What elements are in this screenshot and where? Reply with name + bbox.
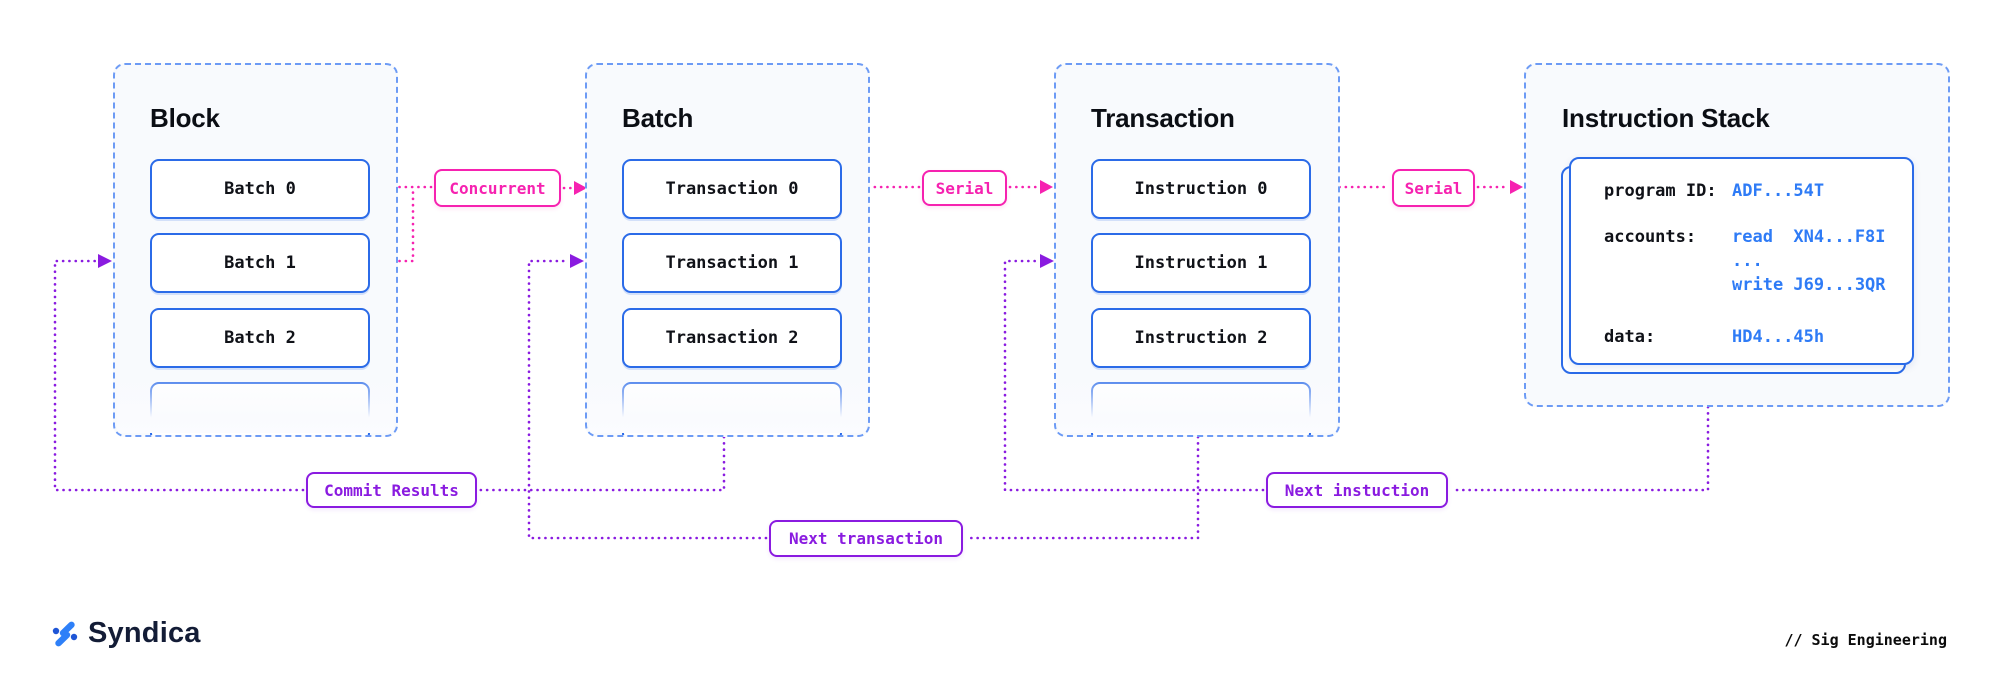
instruction-card: program ID: ADF...54T accounts: read XN4… (1569, 157, 1914, 365)
batch-3-box-partial (150, 382, 370, 435)
credit-text: // Sig Engineering (1784, 631, 1947, 649)
transaction-1-box: Transaction 1 (622, 233, 842, 293)
panel-instruction-stack: Instruction Stack program ID: ADF...54T … (1524, 63, 1950, 407)
brand-name: Syndica (88, 617, 201, 649)
data-value: HD4...45h (1732, 327, 1825, 347)
batch-1-box: Batch 1 (150, 233, 370, 293)
panel-block-title: Block (150, 103, 220, 133)
program-id-label: program ID: (1604, 181, 1717, 201)
accounts-value-read: read XN4...F8I (1732, 227, 1886, 247)
panel-transaction: Transaction Instruction 0 Instruction 1 … (1054, 63, 1340, 437)
transaction-3-box-partial (622, 382, 842, 435)
transaction-2-box: Transaction 2 (622, 308, 842, 368)
program-id-row: program ID: ADF...54T (1604, 179, 1900, 203)
panel-batch: Batch Transaction 0 Transaction 1 Transa… (585, 63, 870, 437)
instruction-1-box: Instruction 1 (1091, 233, 1311, 293)
syndica-logo-icon (52, 621, 78, 646)
serial-label-batch: Serial (922, 170, 1007, 206)
panel-instruction-stack-title: Instruction Stack (1562, 103, 1770, 133)
instruction-0-box: Instruction 0 (1091, 159, 1311, 219)
arrow-icon (1040, 180, 1053, 194)
line-transaction-bottom-to-nexttx (964, 435, 1200, 540)
accounts-row: accounts: read XN4...F8I ... write J69..… (1604, 225, 1900, 297)
line-batch-bottom-to-commit (478, 435, 726, 492)
batch-0-box: Batch 0 (150, 159, 370, 219)
instruction-2-box: Instruction 2 (1091, 308, 1311, 368)
accounts-value-ellipsis: ... (1732, 251, 1763, 271)
serial-label-instruction: Serial (1392, 169, 1475, 207)
program-id-value: ADF...54T (1732, 181, 1825, 201)
data-row: data: HD4...45h (1604, 325, 1900, 349)
concurrent-label: Concurrent (434, 169, 561, 207)
arrow-icon (98, 254, 112, 268)
batch-2-box: Batch 2 (150, 308, 370, 368)
data-label: data: (1604, 327, 1656, 347)
accounts-label: accounts: (1604, 227, 1697, 247)
transaction-0-box: Transaction 0 (622, 159, 842, 219)
panel-batch-title: Batch (622, 103, 694, 133)
arrow-icon (570, 254, 584, 268)
panel-transaction-title: Transaction (1091, 103, 1235, 133)
syndica-logo: Syndica (50, 617, 201, 650)
next-transaction-label: Next transaction (769, 520, 963, 557)
commit-results-label: Commit Results (306, 472, 477, 508)
line-stack-bottom-to-nextin (1449, 405, 1710, 492)
next-instruction-label: Next instuction (1266, 472, 1448, 508)
arrow-icon (1510, 180, 1523, 194)
accounts-values: read XN4...F8I ... write J69...3QR (1732, 225, 1886, 297)
panel-block: Block Batch 0 Batch 1 Batch 2 (113, 63, 398, 437)
accounts-value-write: write J69...3QR (1732, 275, 1886, 295)
arrow-icon (1040, 254, 1054, 268)
instruction-3-box-partial (1091, 382, 1311, 435)
